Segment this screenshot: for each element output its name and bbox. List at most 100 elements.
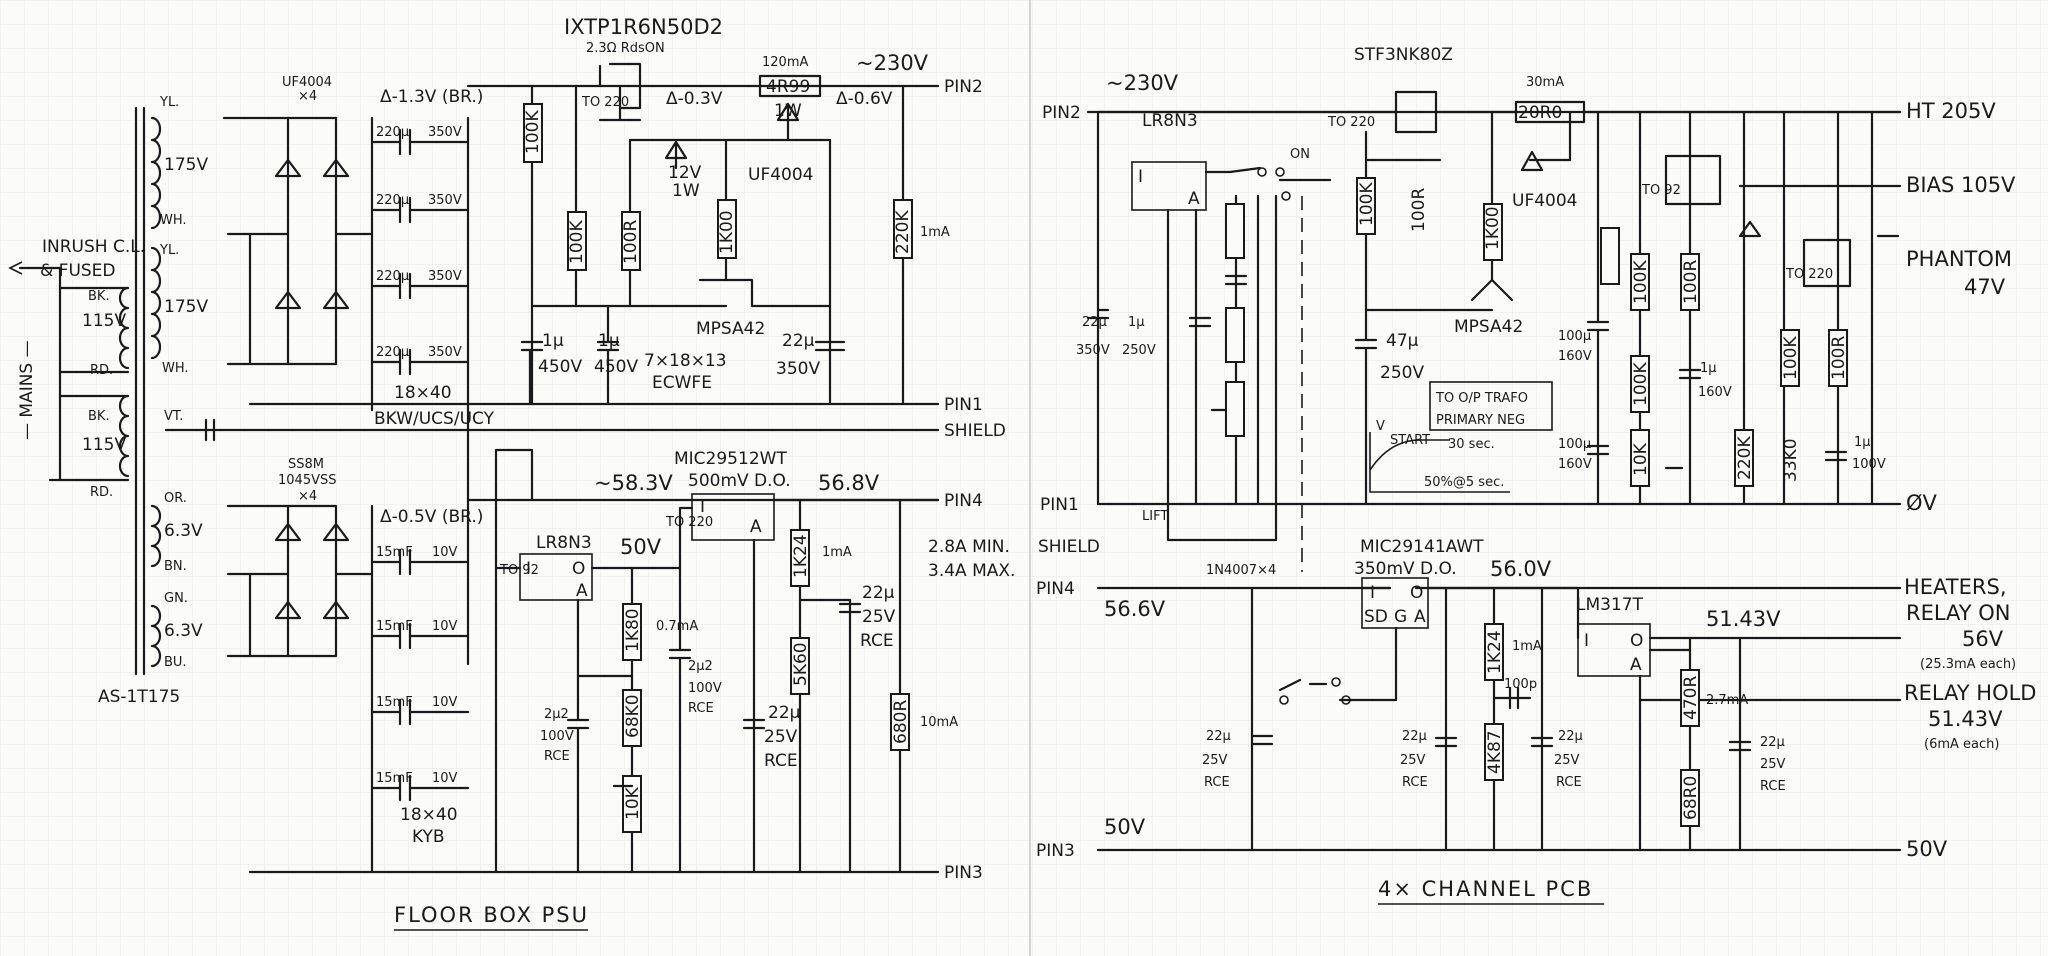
r-transistor: MPSA42: [1454, 317, 1523, 337]
r-5k60: 5K60: [791, 642, 811, 686]
ldo-ref-pin-i: I: [526, 559, 531, 579]
lv-cap-size: 18×40: [400, 805, 458, 825]
r-cap-ht-4v: 100V: [1852, 457, 1886, 472]
r-start-v: V: [1376, 419, 1385, 434]
shunt-power: 1W: [774, 101, 802, 121]
pin1-label: PIN1: [944, 395, 983, 415]
lv-reg-dropout: 500mV D.O.: [688, 471, 791, 491]
r-r100r-d: 100R: [1829, 336, 1849, 380]
winding-63v-b: 6.3V: [164, 621, 203, 641]
r-r100r-b: 100R: [1681, 260, 1701, 304]
r-reg2-o: O: [1630, 631, 1643, 651]
r-trafo-note-2: PRIMARY NEG: [1436, 413, 1525, 428]
r-cap-lv-4v: 25V: [1760, 757, 1786, 772]
lv-cap-s3: 22µ: [768, 703, 801, 723]
secondary-coil-175b: [150, 246, 162, 360]
r-lv-regulators: [1250, 577, 1902, 852]
r-start-label: START: [1390, 433, 1430, 448]
winding-175v-b: 175V: [164, 297, 208, 317]
r-reg1-i: I: [1370, 583, 1375, 603]
shield-cap: [204, 418, 216, 442]
r-r1k00: 1K00: [1483, 206, 1503, 250]
lv-reg-part: MIC29512WT: [674, 449, 787, 469]
r-cap-ht-4: 1µ: [1854, 435, 1871, 450]
r-cap-in-1v: 350V: [1076, 343, 1110, 358]
mains-arrow: [8, 261, 23, 275]
lv-cap-1-v: 10V: [432, 545, 458, 560]
primary-coil-1: [118, 286, 130, 370]
r-cap-100p: 100p: [1504, 677, 1537, 692]
r-cap-47u: 47µ: [1386, 331, 1419, 351]
ht-mosfet-regulator: [520, 62, 913, 406]
r-r100k-b: 100K: [1631, 260, 1651, 304]
r-out-phantom-v: 47V: [1964, 275, 2006, 299]
r-out-neg: 50V: [1906, 837, 1948, 861]
r-r470r: 470R: [1681, 676, 1701, 720]
r-1k00: 1K00: [717, 210, 737, 254]
current-1ma: 1mA: [822, 545, 852, 560]
mains-bridge: [58, 286, 130, 482]
r-cap-lv-1: 22µ: [1206, 729, 1231, 744]
lv-rect-part: SS8M: [288, 457, 324, 472]
r-ht-pass: [1354, 90, 1902, 506]
r-diodes: 1N4007×4: [1206, 563, 1276, 578]
wire-bu: BU.: [164, 655, 187, 670]
r-cap-lv-3b: RCE: [1556, 775, 1582, 790]
r-10k: 10K: [623, 786, 643, 820]
ldo-ref-pkg: TO 92: [499, 563, 539, 578]
shunt-current: 120mA: [762, 55, 808, 70]
ht-cap-22u: 22µ: [782, 331, 815, 351]
wire-bk-2: BK.: [88, 409, 110, 424]
ldo-ref-out: 50V: [620, 535, 662, 559]
r-pin1: PIN1: [1040, 495, 1079, 515]
wire-wh-2: WH.: [162, 361, 189, 376]
r-100k-b: 100K: [567, 220, 587, 264]
ht-bridge-rectifier: [222, 116, 374, 366]
r-pin3: PIN3: [1036, 841, 1075, 861]
wire-rd-2: RD.: [90, 485, 113, 500]
r-bias-pkg: TO 92: [1641, 183, 1681, 198]
winding-115v-a: 115V: [82, 311, 126, 331]
r-100k-a: 100K: [523, 110, 543, 154]
ldo-ref-part: LR8N3: [536, 533, 592, 553]
r-cap-lv-3v: 25V: [1554, 753, 1580, 768]
lv-cap-s3-v: 25V: [764, 727, 798, 747]
r-reg1-in: 56.6V: [1104, 597, 1166, 621]
r-r68r0: 68R0: [1681, 776, 1701, 820]
r-pin2: PIN2: [1042, 103, 1081, 123]
lv-bridge-rectifier: [226, 504, 374, 658]
r-r1k24: 1K24: [1485, 630, 1505, 674]
r-r10k: 10K: [1631, 442, 1651, 476]
r-reg1-g: G: [1394, 607, 1407, 627]
ht-cap-drop: Δ-1.3V (BR.): [380, 87, 483, 107]
r-cap-lv-2: 22µ: [1402, 729, 1427, 744]
r-shield: SHIELD: [1038, 537, 1100, 557]
r-reg1-sd: SD: [1364, 607, 1388, 627]
right-title: 4× CHANNEL PCB: [1378, 877, 1593, 901]
lv-reg-out: 56.8V: [818, 471, 880, 495]
wire-wh-1: WH.: [160, 213, 187, 228]
lv-cap-3-v: 10V: [432, 695, 458, 710]
r-phantom-pkg: TO 220: [1785, 267, 1833, 282]
ht-cap-size: 18×40: [394, 383, 452, 403]
transformer-part: AS-1T175: [98, 687, 180, 707]
winding-115v-b: 115V: [82, 435, 126, 455]
r-pin3-voltage: 50V: [1104, 815, 1146, 839]
lv-cap-3-value: 15mF: [376, 695, 413, 710]
r-start-curve: [1369, 432, 1510, 493]
film-cap-1-v: 450V: [538, 357, 582, 377]
secondary-coil-175a: [150, 116, 162, 230]
lv-cap-2-value: 15mF: [376, 619, 413, 634]
ht-cap-2-voltage: 350V: [428, 193, 462, 208]
lv-cap-s4-v: 25V: [862, 607, 896, 627]
lv-reg-pkg: TO 220: [665, 515, 713, 530]
lv-cap-4-value: 15mF: [376, 771, 413, 786]
lv-cap-s1: 2µ2: [544, 707, 569, 722]
r-current-1ma: 1mA: [1512, 639, 1542, 654]
r-diode-ht: UF4004: [1512, 191, 1578, 211]
secondary-coil-63a: [150, 504, 162, 568]
r-bias-phantom: [1630, 110, 1900, 506]
wire-yl-2: YL.: [159, 243, 179, 258]
mains-label: — MAINS —: [17, 340, 37, 440]
